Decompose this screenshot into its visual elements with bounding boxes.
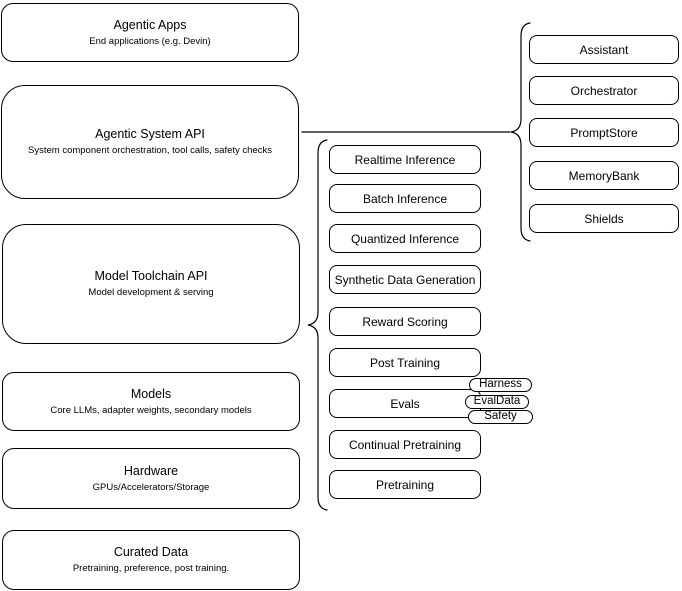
models-subtitle: Core LLMs, adapter weights, secondary mo…: [50, 404, 252, 416]
agentic-apps-box: Agentic Apps End applications (e.g. Devi…: [1, 3, 299, 62]
agentic-apps-title: Agentic Apps: [113, 17, 187, 32]
component-node-memorybank: MemoryBank: [529, 161, 679, 190]
toolchain-group-brace: [307, 139, 328, 511]
hardware-box: Hardware GPUs/Accelerators/Storage: [2, 448, 300, 509]
component-node-promptstore: PromptStore: [529, 118, 679, 147]
toolchain-node-evals: Evals: [329, 389, 481, 418]
curated-data-box: Curated Data Pretraining, preference, po…: [2, 530, 300, 590]
model-toolchain-api-subtitle: Model development & serving: [88, 287, 214, 298]
component-node-shields: Shields: [529, 204, 679, 233]
agentic-system-api-subtitle: System component orchestration, tool cal…: [28, 145, 272, 156]
toolchain-node-continual-pretraining: Continual Pretraining: [329, 430, 481, 459]
hardware-title: Hardware: [123, 463, 179, 478]
toolchain-node-post-training: Post Training: [329, 348, 481, 377]
curated-data-title: Curated Data: [113, 545, 189, 559]
evals-tag-harness: Harness: [469, 378, 532, 392]
agentic-system-api-box: Agentic System API System component orch…: [1, 85, 299, 199]
toolchain-node-synthetic-data-generation: Synthetic Data Generation: [329, 265, 481, 294]
component-node-orchestrator: Orchestrator: [529, 76, 679, 105]
agentic-system-api-title: Agentic System API: [95, 127, 205, 141]
toolchain-node-pretraining: Pretraining: [329, 470, 481, 499]
components-group-brace: [510, 22, 531, 242]
model-toolchain-api-box: Model Toolchain API Model development & …: [2, 224, 300, 344]
toolchain-node-quantized-inference: Quantized Inference: [329, 224, 481, 253]
models-title: Models: [130, 386, 172, 401]
evals-tag-safety: Safety: [468, 410, 533, 424]
toolchain-node-batch-inference: Batch Inference: [329, 184, 481, 213]
toolchain-node-realtime-inference: Realtime Inference: [329, 145, 481, 174]
curated-data-subtitle: Pretraining, preference, post training.: [72, 563, 230, 574]
model-toolchain-api-title: Model Toolchain API: [94, 269, 208, 283]
hardware-subtitle: GPUs/Accelerators/Storage: [92, 481, 210, 493]
component-node-assistant: Assistant: [529, 35, 679, 64]
agentic-apps-subtitle: End applications (e.g. Devin): [89, 35, 211, 47]
models-box: Models Core LLMs, adapter weights, secon…: [2, 372, 300, 431]
toolchain-node-reward-scoring: Reward Scoring: [329, 307, 481, 336]
evals-tag-evaldata: EvalData: [465, 395, 529, 409]
